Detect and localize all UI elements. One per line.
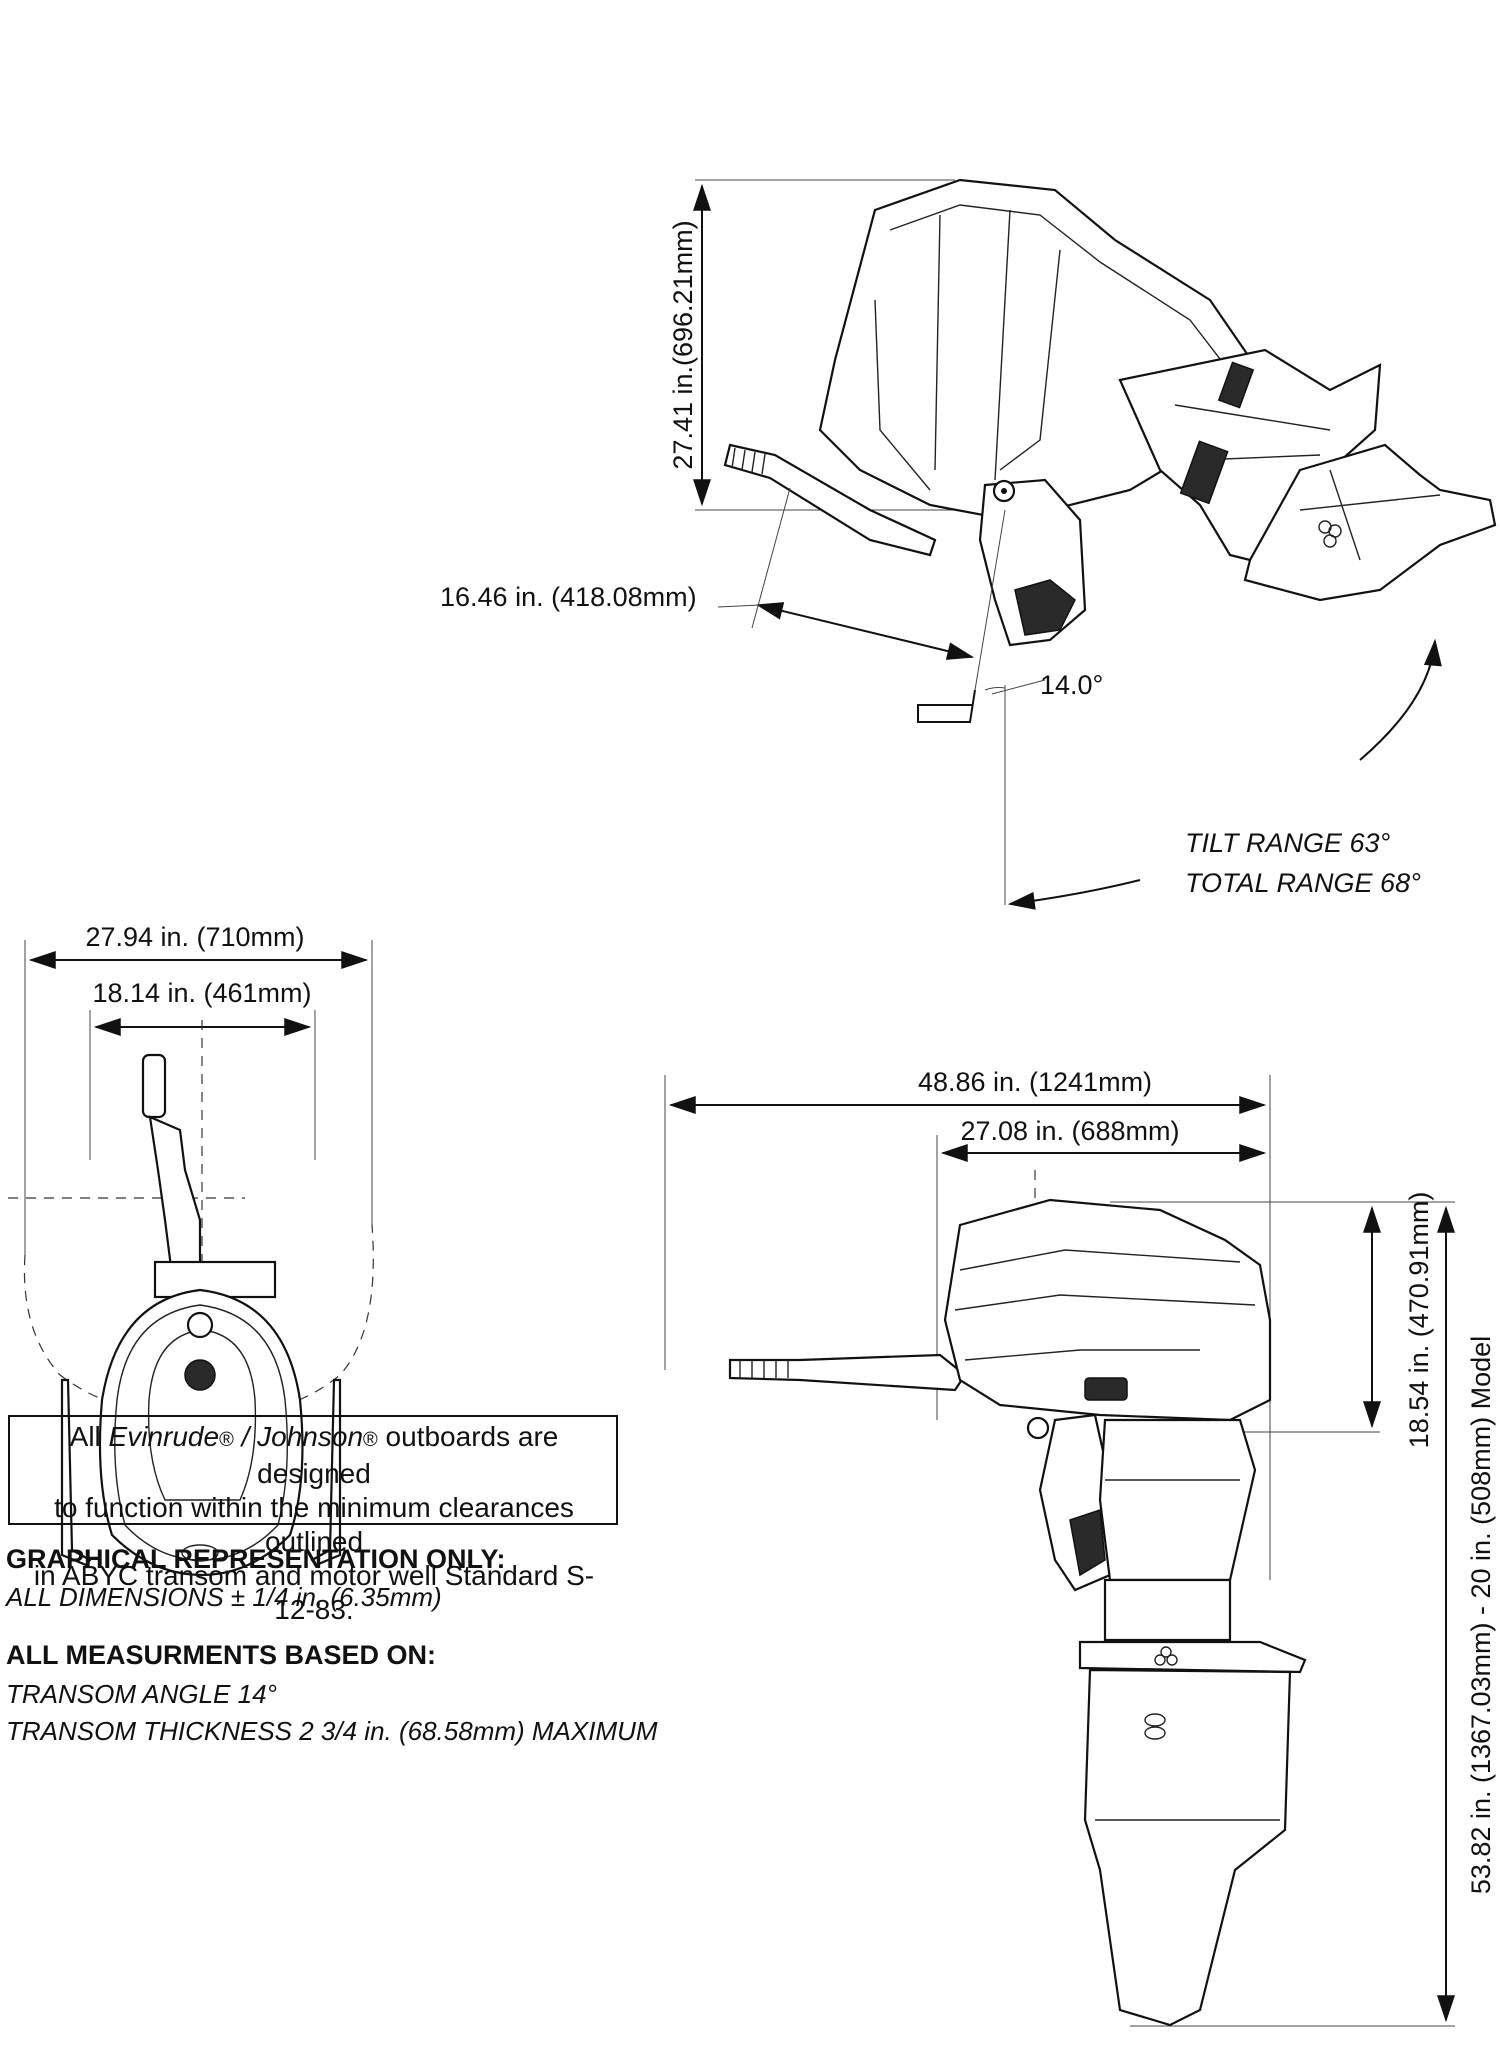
graphical-heading: GRAPHICAL REPRESENTATION ONLY: (6, 1544, 506, 1574)
notice-line-1-prefix: All (69, 1421, 109, 1452)
tiller-handle (723, 443, 937, 557)
tilted-outboard-motor (723, 178, 1497, 647)
registered-mark: ® (219, 1429, 234, 1451)
transom-angle-note: TRANSOM ANGLE 14° (6, 1679, 277, 1709)
anti-ventilation-plate-icon (1154, 1646, 1178, 1666)
top-view: 27.94 in. (710mm) 18.14 in. (461mm) (8, 922, 374, 1577)
overall-width-label: 27.94 in. (710mm) (85, 922, 304, 952)
reach-dimension-label: 16.46 in. (418.08mm) (440, 582, 697, 612)
tilt-range-arc (1007, 638, 1442, 910)
abyc-clearance-notice: All Evinrude® / Johnson® outboards are d… (8, 1415, 618, 1625)
side-tilt-view: 27.41 in.(696.21mm) (440, 178, 1497, 910)
dimensions-tolerance: ALL DIMENSIONS ± 1/4 in. (6.35mm) (6, 1582, 442, 1612)
total-range-label: TOTAL RANGE 68° (1185, 868, 1421, 898)
notice-line-1: All Evinrude® / Johnson® outboards are d… (22, 1420, 606, 1491)
top-view-motor (60, 1053, 342, 1577)
overall-length-label: 48.86 in. (1241mm) (918, 1067, 1152, 1097)
transom-thickness-note: TRANSOM THICKNESS 2 3/4 in. (68.58mm) MA… (6, 1716, 658, 1746)
height-dimension-label: 27.41 in.(696.21mm) (668, 220, 698, 469)
side-view-motor (728, 1198, 1307, 2027)
side-view: 48.86 in. (1241mm) 27.08 in. (688mm) 18.… (664, 1067, 1496, 2027)
brand-evinrude: Evinrude (108, 1421, 220, 1452)
measurements-heading: ALL MEASURMENTS BASED ON: (6, 1640, 437, 1670)
registered-mark: ® (363, 1429, 378, 1451)
powerhead-height-label: 18.54 in. (470.91mm) (1404, 1192, 1434, 1449)
brand-separator: / (233, 1421, 258, 1452)
brand-johnson: Johnson (257, 1421, 364, 1452)
transom-angle-label: 14.0° (1040, 670, 1103, 700)
transom-bracket (978, 478, 1087, 647)
notice-line-3: in ABYC transom and motor well Standard … (33, 1560, 595, 1625)
overall-height-label: 53.82 in. (1367.03mm) - 20 in. (508mm) M… (1466, 1336, 1496, 1894)
notice-line-1-suffix: outboards are designed (257, 1421, 559, 1489)
inner-width-label: 18.14 in. (461mm) (92, 978, 311, 1008)
transom-geometry (717, 487, 1046, 905)
tilt-range-label: TILT RANGE 63° (1185, 828, 1391, 858)
notice-line-2: to function within the minimum clearance… (54, 1492, 574, 1557)
anti-ventilation-plate-icon (1318, 520, 1342, 548)
forward-length-label: 27.08 in. (688mm) (960, 1116, 1179, 1146)
